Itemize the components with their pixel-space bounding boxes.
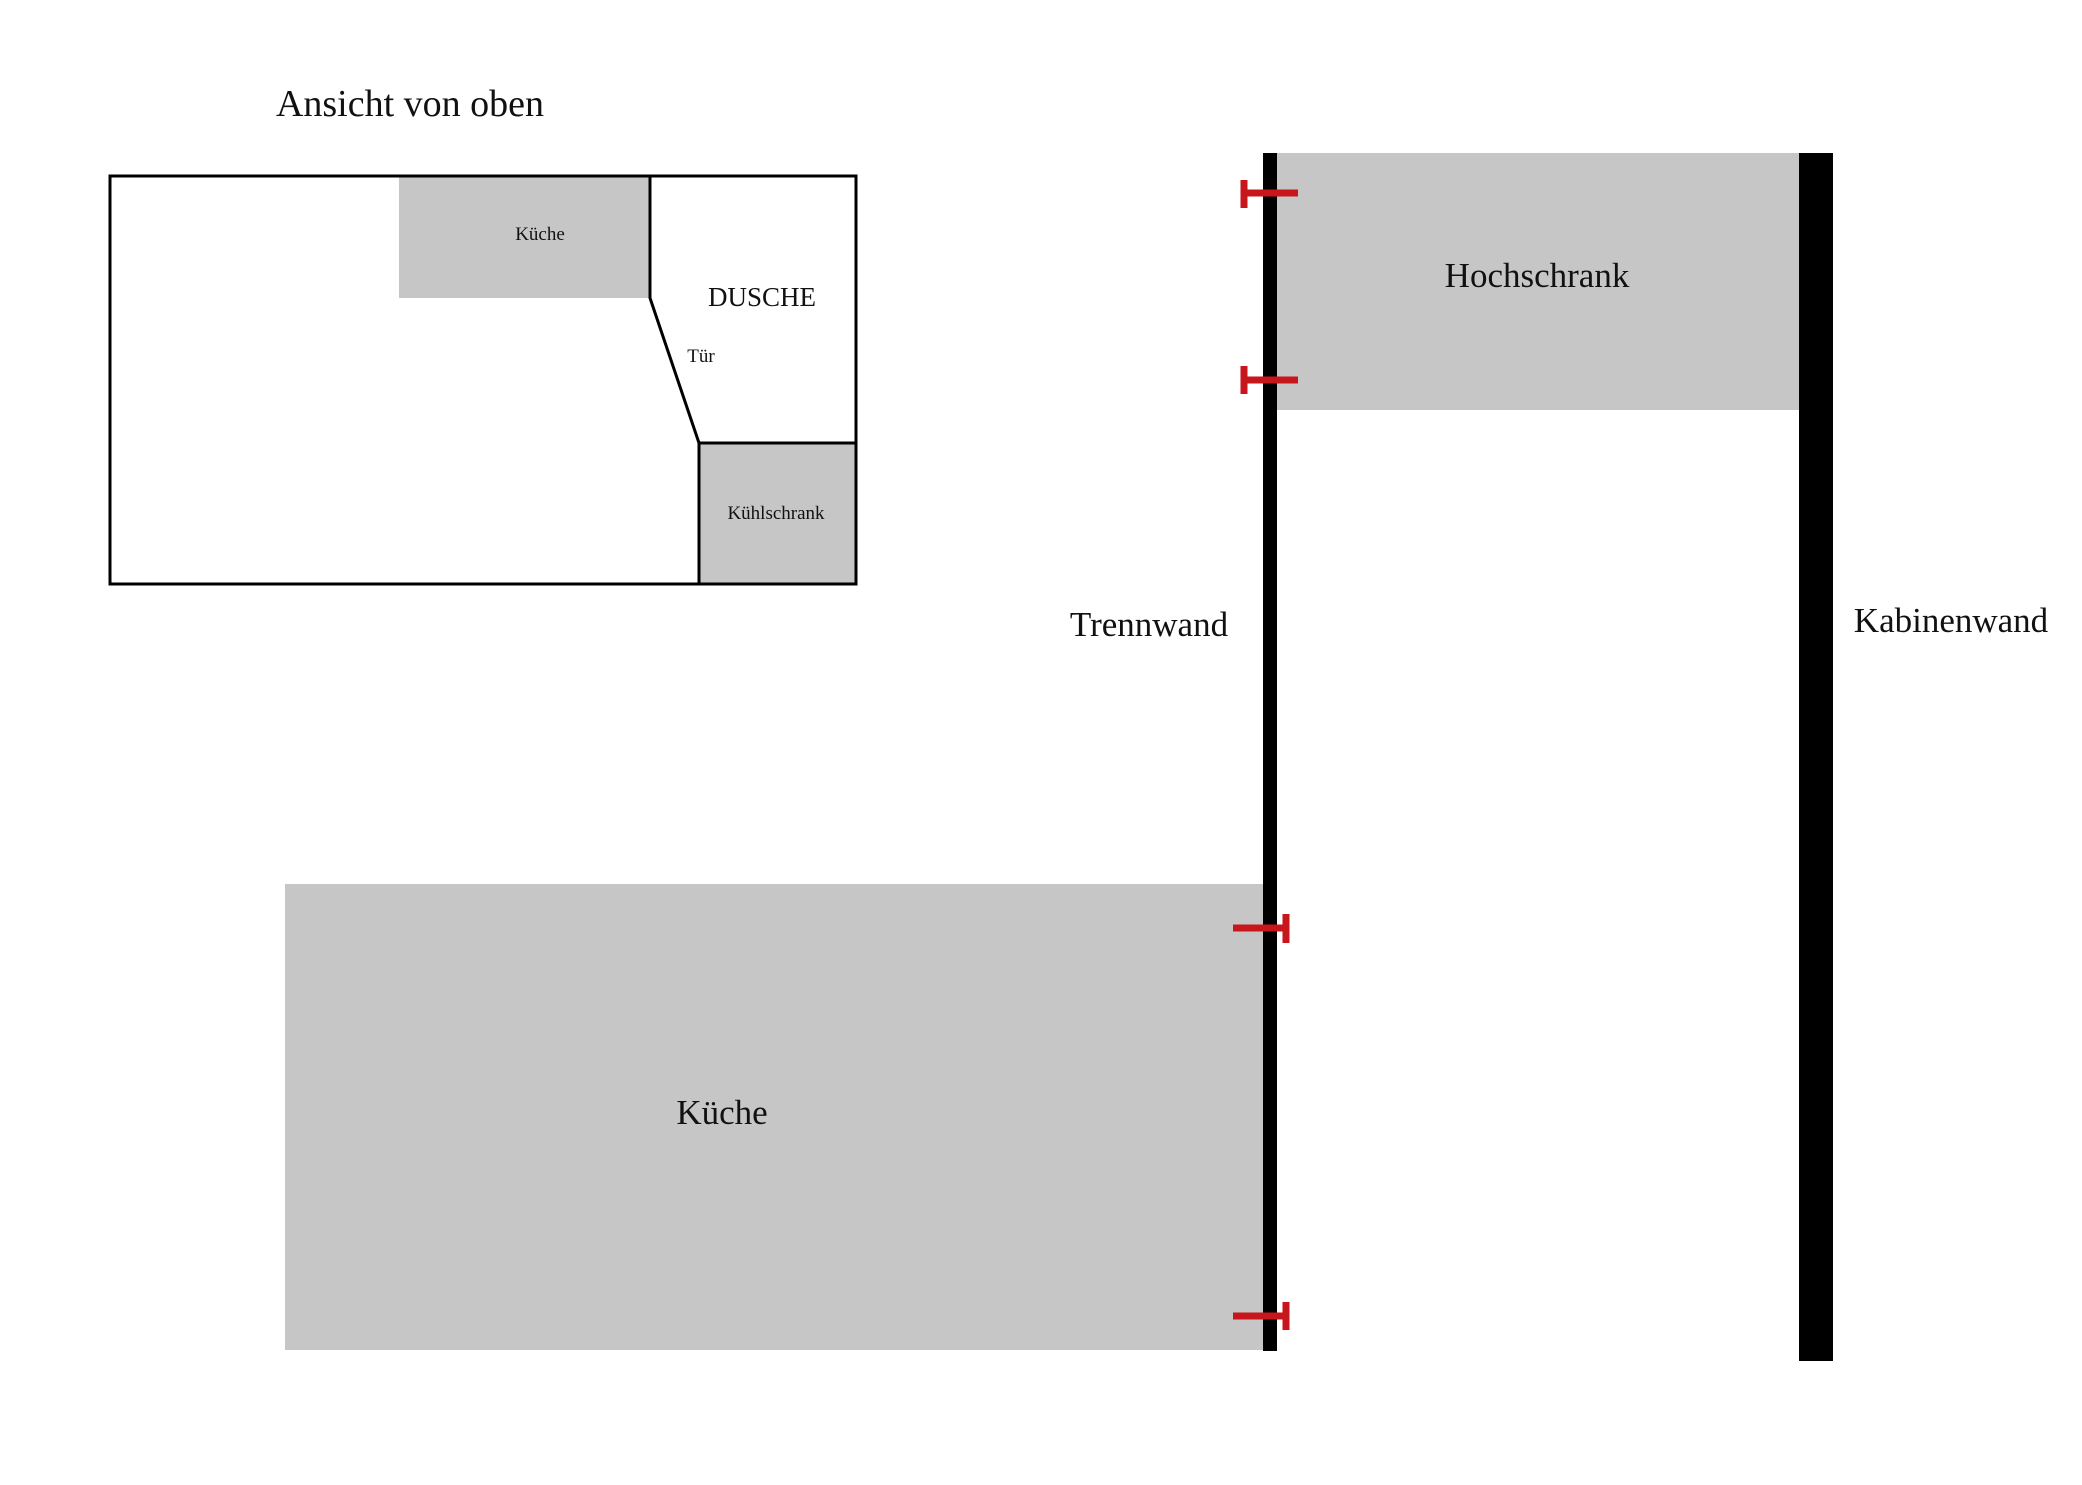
elevation-view: Hochschrank Küche Trennwand Kabinenwand xyxy=(285,153,2049,1361)
top-view-outline xyxy=(108,174,858,586)
top-view-kitchen-block xyxy=(399,175,650,298)
top-view-fridge-label: Kühlschrank xyxy=(727,503,825,524)
kitchen-block xyxy=(285,884,1263,1350)
cabin-wall-label: Kabinenwand xyxy=(1854,601,2049,640)
top-view-fridge-block xyxy=(699,443,856,584)
cabin-wall xyxy=(1799,153,1833,1361)
shower-partition xyxy=(648,176,856,445)
mounting-bracket-upper-1 xyxy=(1240,180,1298,208)
mounting-bracket-lower-1 xyxy=(1233,914,1290,943)
top-view-title: Ansicht von oben xyxy=(276,83,544,125)
top-view: Ansicht von oben Küche Kühlschrank DUSCH… xyxy=(108,83,858,586)
partition-wall-label: Trennwand xyxy=(1070,605,1229,644)
partition-wall xyxy=(1263,153,1277,1351)
mounting-bracket-lower-2 xyxy=(1233,1302,1290,1330)
mounting-bracket-upper-2 xyxy=(1240,366,1298,394)
door-label: Tür xyxy=(687,346,715,367)
top-view-kitchen-label: Küche xyxy=(515,224,565,245)
kitchen-label: Küche xyxy=(676,1093,767,1132)
tall-cabinet-label: Hochschrank xyxy=(1445,256,1630,295)
tall-cabinet-block xyxy=(1275,153,1799,410)
shower-label: DUSCHE xyxy=(708,282,816,312)
